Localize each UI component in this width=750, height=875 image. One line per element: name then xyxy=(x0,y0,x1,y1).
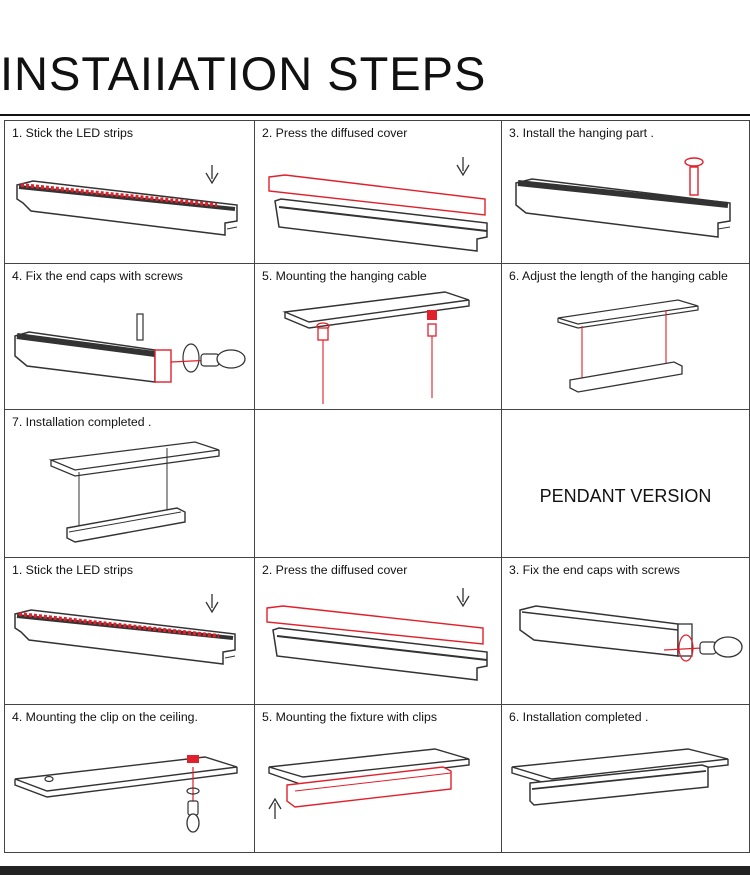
step-caption: 6. Adjust the length of the hanging cabl… xyxy=(509,269,728,283)
pendant-step-6: 6. Adjust the length of the hanging cabl… xyxy=(501,264,750,410)
surface-step-6: 6. Installation completed . xyxy=(501,705,750,853)
pendant-step-3: 3. Install the hanging part . xyxy=(501,121,750,264)
step-caption: 5. Mounting the fixture with clips xyxy=(262,710,437,724)
surface-step-2: 2. Press the diffused cover xyxy=(254,558,501,705)
down-arrow-icon xyxy=(205,165,219,185)
installed-pendant-icon xyxy=(48,441,220,543)
hanging-part-icon xyxy=(515,157,731,238)
step-caption: 3. Fix the end caps with screws xyxy=(509,563,680,577)
fixture-clips-icon xyxy=(268,748,470,819)
bottom-bar xyxy=(0,866,750,875)
cable-icon xyxy=(282,291,470,404)
pendant-step-4: 4. Fix the end caps with screws xyxy=(4,264,254,410)
down-arrow-icon xyxy=(205,594,219,614)
pendant-step-2: 2. Press the diffused cover xyxy=(254,121,501,264)
step-caption: 3. Install the hanging part . xyxy=(509,126,654,140)
step-caption: 2. Press the diffused cover xyxy=(262,563,408,577)
pendant-step-5: 5. Mounting the hanging cable xyxy=(254,264,501,410)
steps-grid: 1. Stick the LED strips 2. Press the dif… xyxy=(4,120,750,853)
step-caption: 7. Installation completed . xyxy=(12,415,152,429)
step-caption: 1. Stick the LED strips xyxy=(12,126,133,140)
step-caption: 4. Fix the end caps with screws xyxy=(12,269,183,283)
led-strip-icon xyxy=(16,165,238,236)
step-caption: 1. Stick the LED strips xyxy=(12,563,133,577)
cover-icon xyxy=(266,588,488,681)
title-divider xyxy=(0,114,750,116)
pendant-version-cell: PENDANT VERSION xyxy=(501,410,750,558)
cover-icon xyxy=(268,157,488,252)
surface-step-5: 5. Mounting the fixture with clips xyxy=(254,705,501,853)
step-caption: 2. Press the diffused cover xyxy=(262,126,408,140)
step-caption: 4. Mounting the clip on the ceiling. xyxy=(12,710,198,724)
surface-step-4: 4. Mounting the clip on the ceiling. xyxy=(4,705,254,853)
pendant-step-1: 1. Stick the LED strips xyxy=(4,121,254,264)
pendant-step-7: 7. Installation completed . xyxy=(4,410,254,558)
screw-icon xyxy=(14,313,246,383)
screw-icon xyxy=(519,605,743,662)
hanging-length-icon xyxy=(557,299,699,393)
empty-cell xyxy=(254,410,501,558)
down-arrow-icon xyxy=(456,157,470,177)
ceiling-clip-icon xyxy=(14,755,238,833)
pendant-version-label: PENDANT VERSION xyxy=(539,486,712,506)
surface-step-1: 1. Stick the LED strips xyxy=(4,558,254,705)
surface-step-3: 3. Fix the end caps with screws xyxy=(501,558,750,705)
led-strip-icon xyxy=(14,594,236,665)
installed-surface-icon xyxy=(511,748,729,806)
down-arrow-icon xyxy=(456,588,470,608)
step-caption: 5. Mounting the hanging cable xyxy=(262,269,427,283)
step-caption: 6. Installation completed . xyxy=(509,710,649,724)
page-title: INSTAIIATION STEPS xyxy=(0,47,487,100)
up-arrow-icon xyxy=(268,797,282,819)
